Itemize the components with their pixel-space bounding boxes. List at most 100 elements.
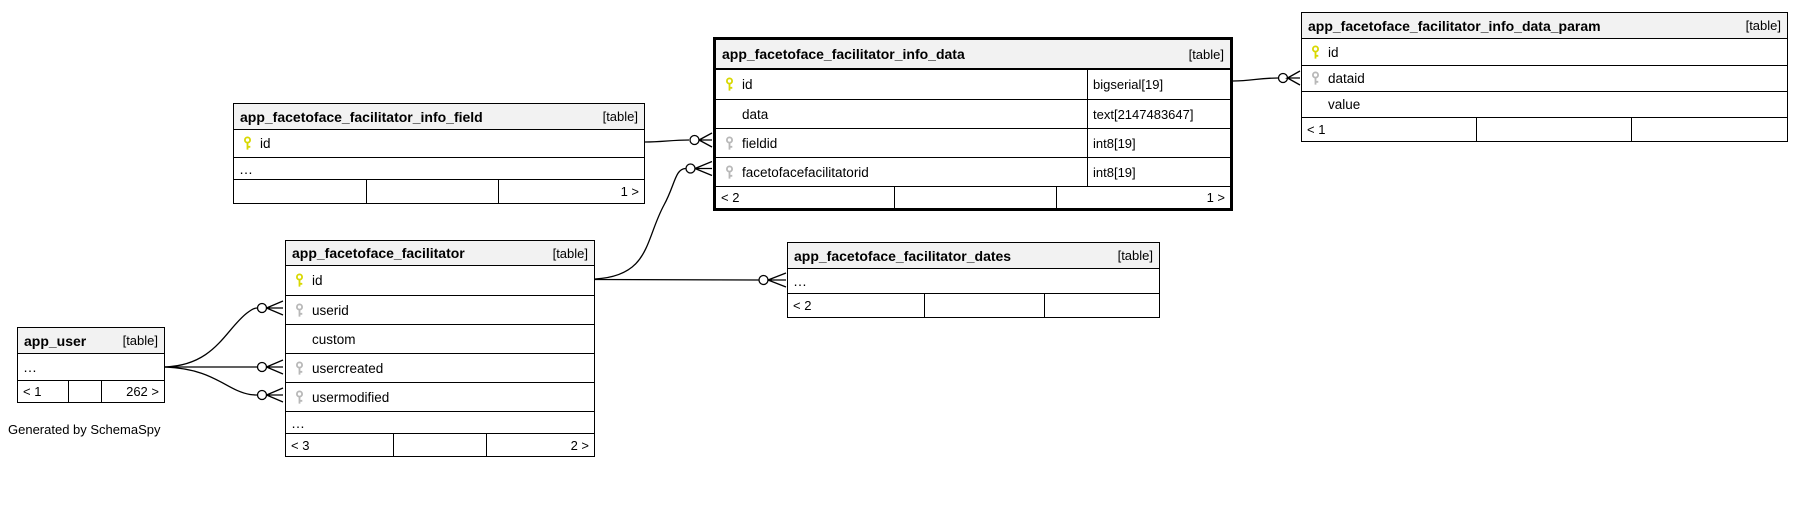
- footer-cell: < 3: [291, 437, 310, 453]
- column-name: data: [742, 106, 769, 122]
- rel-facilitator-infodata: [594, 160, 713, 280]
- footer-cell: < 1: [1307, 122, 1326, 137]
- table-app_facetoface_facilitator_info_data: app_facetoface_facilitator_info_data [tab…: [713, 37, 1233, 211]
- footer-cell: 1 >: [1056, 187, 1230, 208]
- foreign-key-icon: [1302, 71, 1328, 86]
- table-row-custom: custom: [286, 324, 594, 353]
- generated-by-label: Generated by SchemaSpy: [8, 422, 161, 437]
- column-name: usermodified: [312, 389, 390, 405]
- table-header: app_facetoface_facilitator_dates [table]: [788, 243, 1159, 269]
- table-tag: [table]: [122, 333, 158, 348]
- column-name: usercreated: [312, 360, 384, 376]
- table-row-userid: userid: [286, 295, 594, 324]
- key-glyph: [725, 165, 733, 179]
- key-glyph: [295, 390, 303, 404]
- table-header: app_facetoface_facilitator_info_data_par…: [1302, 13, 1787, 39]
- column-name: value: [1328, 97, 1361, 112]
- foreign-key-icon: [286, 390, 312, 405]
- column-type: text[2147483647]: [1087, 100, 1230, 128]
- primary-key-icon: [234, 136, 260, 151]
- footer-cell: [1476, 118, 1631, 141]
- column-name: userid: [312, 302, 349, 318]
- foreign-key-icon: [286, 303, 312, 318]
- foreign-key-icon: [716, 136, 742, 151]
- footer-cell: [894, 187, 1056, 208]
- column-name: id: [1328, 44, 1339, 60]
- key-glyph: [295, 303, 303, 317]
- table-row-id: id bigserial[19]: [716, 70, 1230, 99]
- table-tag: [table]: [602, 109, 638, 124]
- column-type: int8[19]: [1087, 158, 1230, 186]
- column-name: id: [260, 136, 271, 151]
- table-footer: < 1: [1302, 117, 1787, 141]
- table-row-ellipsis: …: [234, 157, 644, 179]
- table-footer: < 2 1 >: [716, 186, 1230, 208]
- table-row-id: id: [234, 130, 644, 157]
- footer-cell: [68, 381, 101, 402]
- rel-infofield-infodata: [644, 132, 713, 148]
- table-header: app_facetoface_facilitator [table]: [286, 241, 594, 266]
- rel-appuser-facilitator-userid: [164, 300, 284, 368]
- table-app_user: app_user [table] … < 1 262 >: [17, 327, 165, 403]
- footer-cell: < 2: [721, 190, 740, 205]
- table-row-id: id: [286, 266, 594, 295]
- column-name: fieldid: [742, 135, 778, 151]
- table-row-value: value: [1302, 91, 1787, 117]
- footer-cell: 1 >: [498, 180, 644, 203]
- table-header: app_facetoface_facilitator_info_data [tab…: [716, 40, 1230, 70]
- table-app_facetoface_facilitator_info_data_param: app_facetoface_facilitator_info_data_par…: [1301, 12, 1788, 142]
- footer-cell: 262 >: [101, 381, 164, 402]
- table-name[interactable]: app_facetoface_facilitator_info_data: [722, 46, 965, 62]
- column-name: facetofacefacilitatorid: [742, 164, 869, 180]
- key-glyph: [1311, 71, 1319, 85]
- rel-appuser-facilitator-usercreated: [165, 359, 284, 375]
- table-tag: [table]: [552, 245, 588, 261]
- column-type: bigserial[19]: [1087, 70, 1230, 99]
- table-tag: [table]: [1117, 248, 1153, 263]
- key-glyph: [1311, 45, 1319, 59]
- table-app_facetoface_facilitator_dates: app_facetoface_facilitator_dates[table]……: [787, 242, 1160, 318]
- footer-cell: [924, 294, 1044, 317]
- table-row-ellipsis: …: [23, 359, 37, 375]
- footer-cell: [234, 180, 366, 203]
- table-app_facetoface_facilitator_info_field: app_facetoface_facilitator_info_field [ta…: [233, 103, 645, 204]
- primary-key-icon: [716, 77, 742, 92]
- table-footer: 1 >: [234, 179, 644, 203]
- primary-key-icon: [1302, 45, 1328, 60]
- rel-infodata-param: [1232, 70, 1301, 86]
- table-footer: < 3 2 >: [286, 433, 594, 456]
- footer-cell: < 2: [793, 298, 812, 313]
- footer-cell: 2 >: [486, 434, 594, 456]
- table-row-id: id: [1302, 39, 1787, 65]
- table-row-dataid: dataid: [1302, 65, 1787, 91]
- footer-cell: [366, 180, 498, 203]
- table-name[interactable]: app_facetoface_facilitator_info_field: [240, 108, 483, 125]
- footer-cell: < 1: [23, 384, 42, 399]
- column-name: id: [742, 77, 753, 92]
- table-tag: [table]: [1188, 46, 1224, 62]
- key-glyph: [725, 77, 733, 91]
- table-footer: < 1 262 >: [18, 380, 164, 402]
- footer-cell: [393, 434, 486, 456]
- table-name[interactable]: app_facetoface_facilitator_dates: [794, 247, 1012, 264]
- table-name[interactable]: app_facetoface_facilitator: [292, 245, 465, 261]
- column-name: id: [312, 273, 323, 288]
- key-glyph: [725, 136, 733, 150]
- table-header: app_user [table]: [18, 328, 164, 354]
- table-tag: [table]: [1745, 18, 1781, 33]
- column-name: custom: [312, 331, 356, 347]
- column-name: dataid: [1328, 71, 1365, 86]
- key-glyph: [295, 361, 303, 375]
- foreign-key-icon: [716, 165, 742, 180]
- primary-key-icon: [286, 273, 312, 288]
- table-row-usercreated: usercreated: [286, 353, 594, 382]
- table-row-facetofacefacilitatorid: facetofacefacilitatorid int8[19]: [716, 157, 1230, 186]
- table-header: app_facetoface_facilitator_info_field [ta…: [234, 104, 644, 130]
- table-row-data: data text[2147483647]: [716, 99, 1230, 128]
- rel-facilitator-dates: [594, 272, 787, 288]
- table-name[interactable]: app_facetoface_facilitator_info_data_par…: [1308, 17, 1601, 34]
- table-name[interactable]: app_user: [24, 332, 87, 349]
- foreign-key-icon: [286, 361, 312, 376]
